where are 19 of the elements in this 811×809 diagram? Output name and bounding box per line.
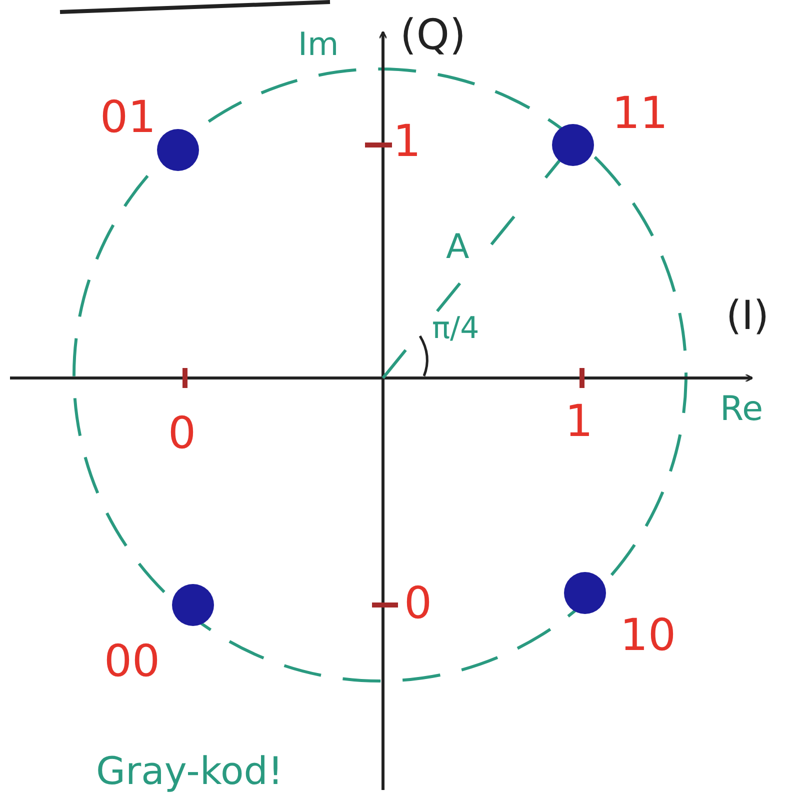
axis-label: (Q)	[400, 14, 466, 56]
point-label: 01	[100, 96, 156, 140]
constellation-point	[157, 129, 199, 171]
constellation-point	[552, 124, 594, 166]
constellation-point	[172, 584, 214, 626]
axis-label: (I)	[726, 296, 770, 336]
tick-label: 0	[404, 582, 432, 626]
radius-label: A	[446, 230, 470, 264]
tick-label: 0	[168, 412, 196, 456]
angle-label: π/4	[432, 314, 480, 344]
axis-label: Im	[298, 28, 339, 60]
tick-label: 1	[393, 120, 421, 164]
note-text: Gray-kod!	[96, 752, 284, 790]
constellation-point	[564, 572, 606, 614]
axis-label: Re	[720, 392, 764, 426]
point-label: 11	[612, 92, 668, 136]
point-label: 10	[620, 614, 676, 658]
tick-label: 1	[565, 400, 593, 444]
point-label: 00	[104, 640, 160, 684]
